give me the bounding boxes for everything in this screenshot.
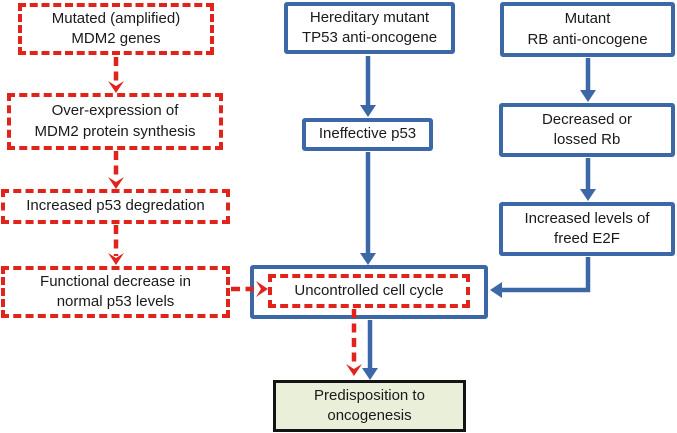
node-label: Mutant RB anti-oncogene <box>527 10 648 48</box>
node-uncontrolled-cell-cycle: Uncontrolled cell cycle <box>250 265 488 319</box>
node-label: Increased p53 degredation <box>26 197 205 215</box>
edge-rb-loss-to-e2f <box>580 158 596 201</box>
node-mdm2-overexpression: Over-expression of MDM2 protein synthesi… <box>7 93 223 150</box>
node-label: Predisposition to oncogenesis <box>314 386 425 424</box>
node-ineffective-p53: Ineffective p53 <box>302 118 433 151</box>
edge-overexpression-to-degradation <box>108 151 124 189</box>
node-label: Uncontrolled cell cycle <box>294 281 444 299</box>
edge-uncontrolled-to-predisposition-red <box>346 309 362 376</box>
uncontrolled-cell-cycle-inner-frame: Uncontrolled cell cycle <box>268 274 470 308</box>
node-rb-loss: Decreased or lossed Rb <box>499 103 675 157</box>
node-label: Over-expression of MDM2 protein synthesi… <box>34 102 196 140</box>
node-rb-mutant: Mutant RB anti-oncogene <box>500 2 675 57</box>
edge-mdm2-genes-to-overexpression <box>108 57 124 93</box>
node-p53-functional-decrease: Functional decrease in normal p53 levels <box>1 266 230 318</box>
node-label: Decreased or lossed Rb <box>541 110 633 148</box>
node-mdm2-genes: Mutated (amplified) MDM2 genes <box>18 3 214 55</box>
node-label: Hereditary mutant TP53 anti-oncogene <box>301 8 438 46</box>
edge-rb-mutant-to-rb-loss <box>580 58 596 102</box>
node-predisposition-to-oncogenesis: Predisposition to oncogenesis <box>273 380 466 432</box>
node-label: Increased levels of freed E2F <box>524 209 650 247</box>
edge-tp53-mutant-to-ineffective <box>360 56 376 117</box>
node-label: Mutated (amplified) MDM2 genes <box>51 9 181 47</box>
edge-degradation-to-functional-decrease <box>108 225 124 265</box>
edge-e2f-to-uncontrolled <box>490 257 591 298</box>
node-label: Ineffective p53 <box>318 125 417 143</box>
node-e2f-increase: Increased levels of freed E2F <box>499 202 675 256</box>
edge-uncontrolled-to-predisposition-blue <box>362 320 378 380</box>
edge-ineffective-to-uncontrolled <box>360 152 376 265</box>
node-tp53-mutant: Hereditary mutant TP53 anti-oncogene <box>284 2 455 54</box>
node-label: Functional decrease in normal p53 levels <box>40 272 191 310</box>
node-p53-degradation: Increased p53 degredation <box>1 189 230 224</box>
